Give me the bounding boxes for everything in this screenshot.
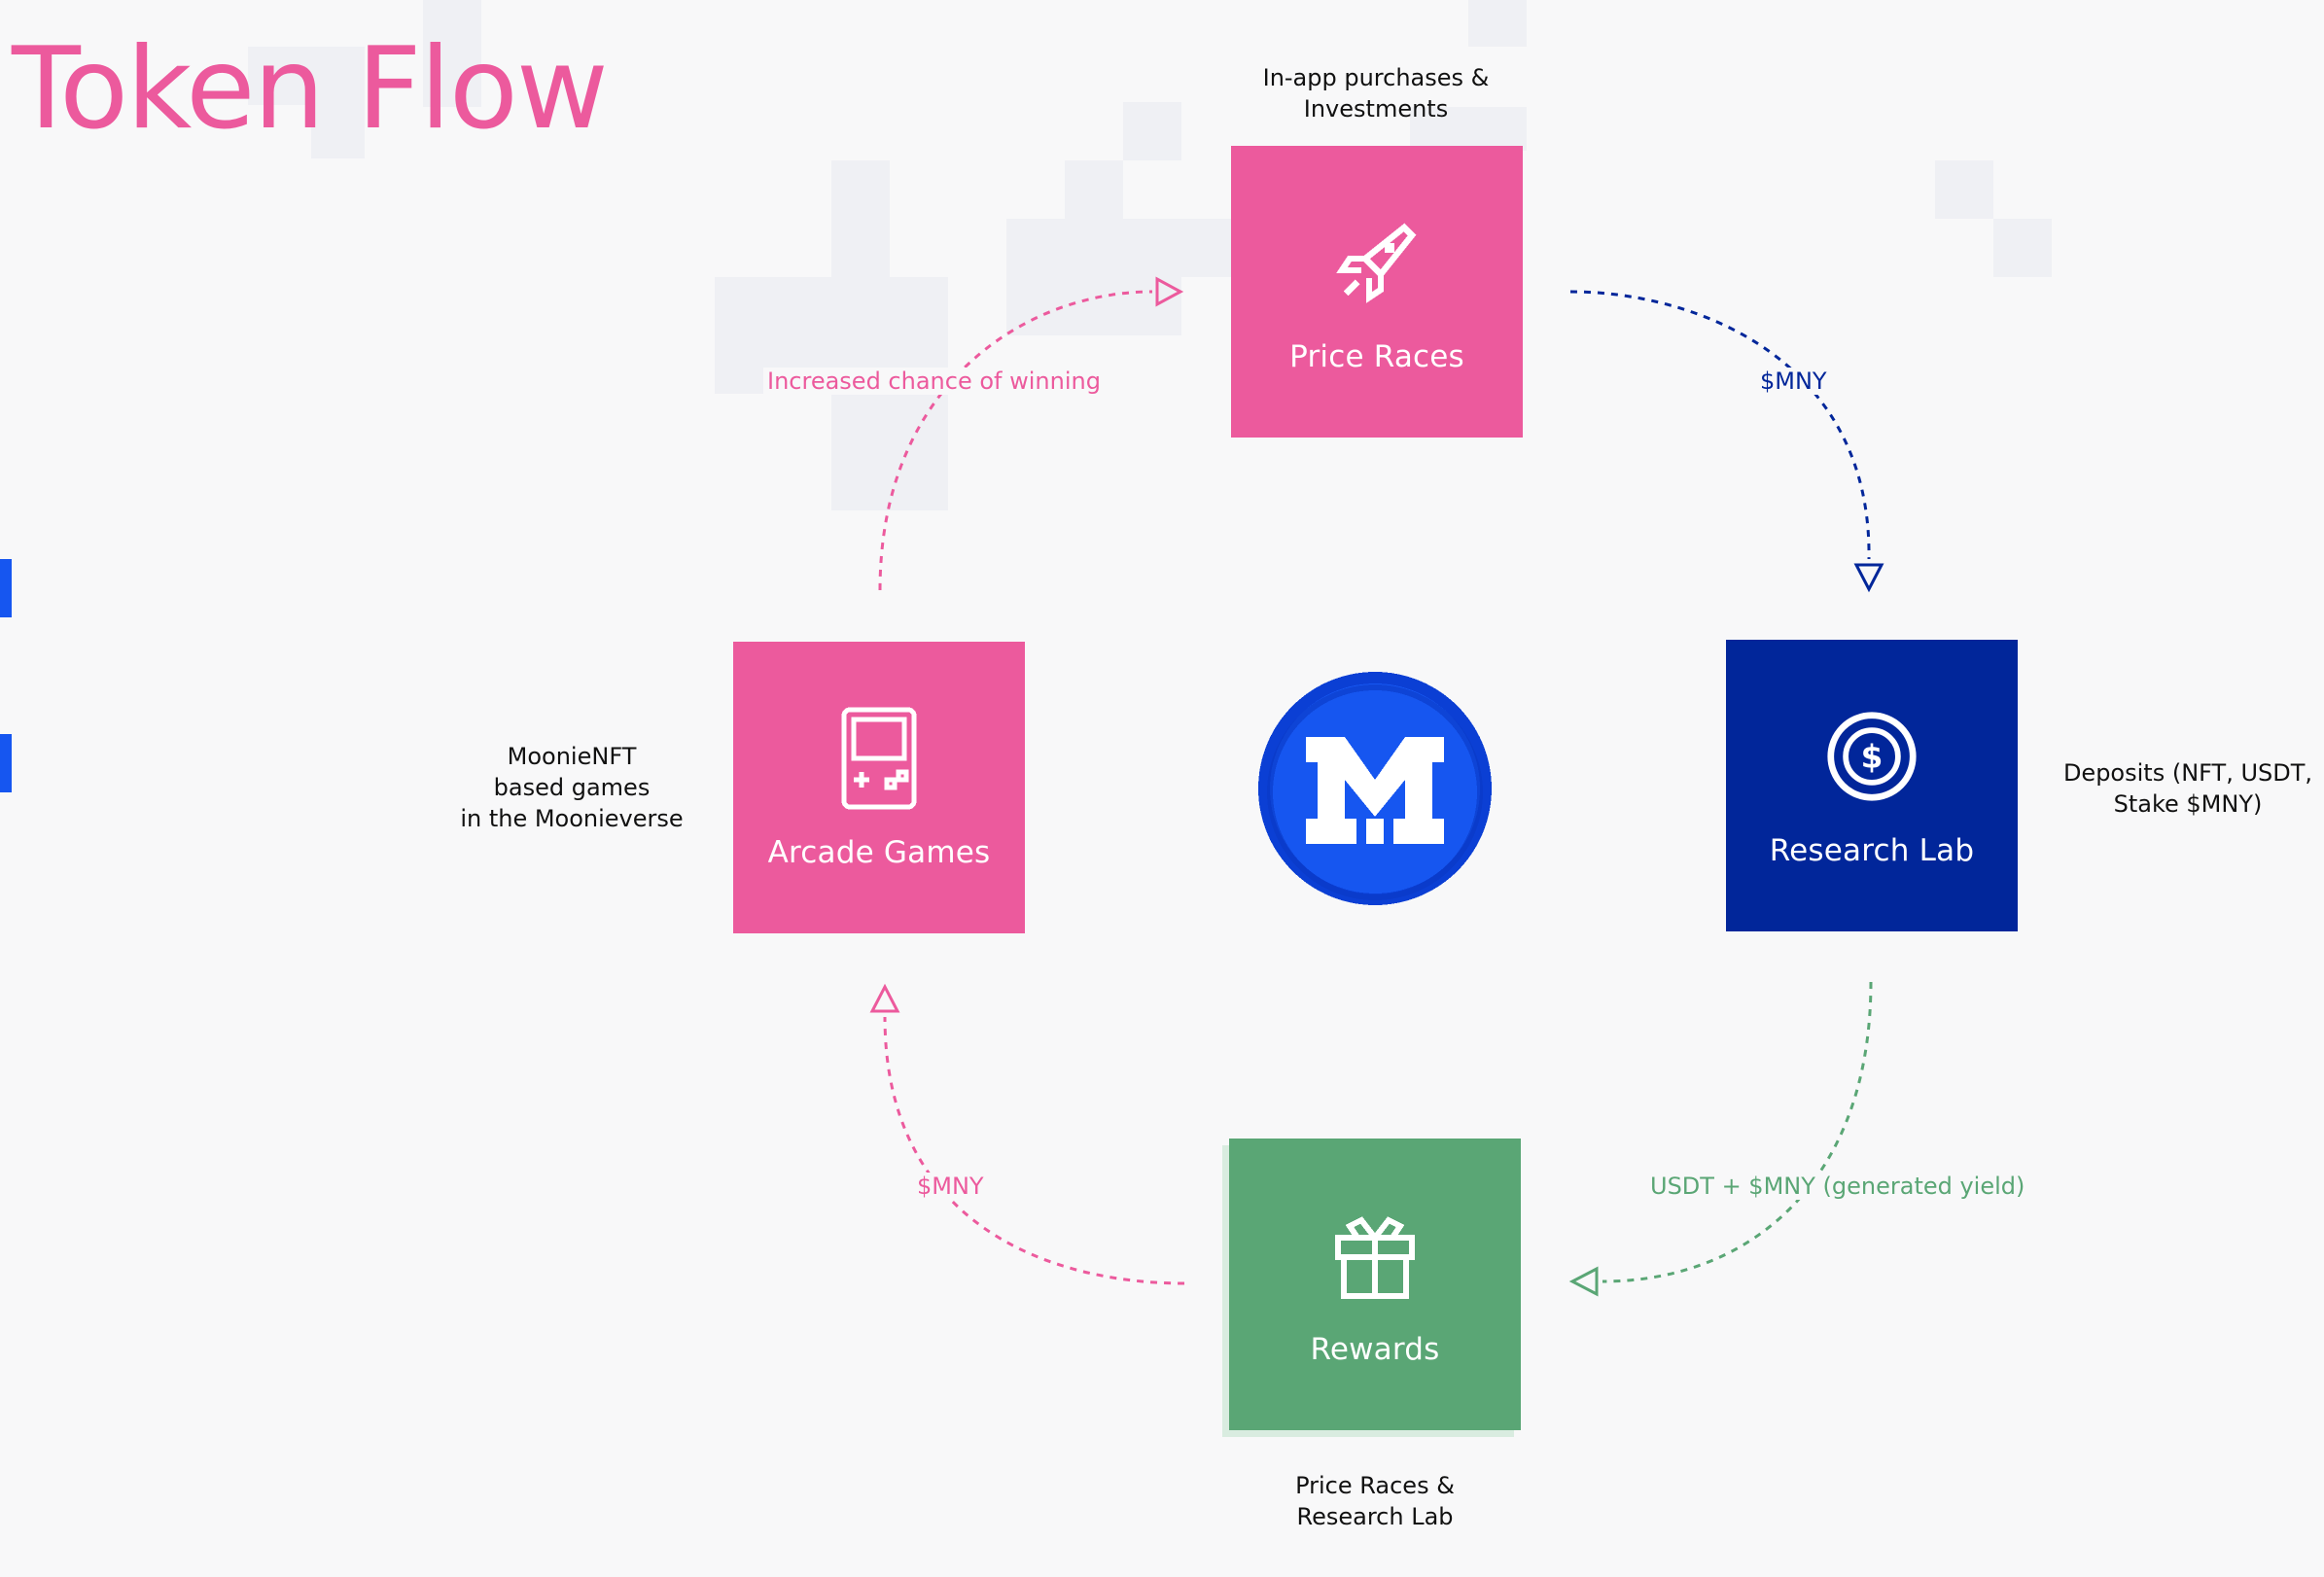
background-pixel (1181, 219, 1240, 277)
research-lab-label: Research Lab (1769, 833, 1975, 868)
background-pixel (1006, 219, 1181, 335)
background-pixel (1468, 0, 1527, 47)
arrowhead-research-lab (1853, 563, 1884, 593)
flow-arrow-arcade-games-to-price-races (878, 290, 1153, 591)
annotation-line: Investments (1303, 95, 1449, 123)
arcade-games-annotation: MoonieNFT based games in the Moonieverse (436, 741, 708, 834)
left-edge-tab (0, 734, 12, 792)
background-pixel (831, 160, 890, 277)
price-races-annotation: In-app purchases & Investments (1181, 62, 1570, 124)
flow-label-arcade-games-to-price-races: Increased chance of winning (763, 368, 1105, 395)
annotation-line: Deposits (NFT, USDT, (2062, 759, 2313, 787)
svg-text:$: $ (1861, 739, 1884, 776)
page-title: Token Flow (12, 23, 609, 155)
background-pixel (1935, 160, 1993, 219)
dollar-coin-icon: $ (1825, 703, 1919, 810)
research-lab-node[interactable]: $ Research Lab (1726, 640, 2018, 931)
gameboy-icon (832, 705, 926, 812)
background-pixel (311, 105, 365, 158)
flow-arrow-rewards-to-arcade-games (883, 1016, 1185, 1285)
arrowhead-price-races (1155, 276, 1184, 307)
arcade-games-label: Arcade Games (767, 835, 991, 870)
background-pixel (1123, 102, 1181, 160)
arcade-games-node[interactable]: Arcade Games (733, 642, 1025, 933)
arrowhead-rewards (1568, 1266, 1599, 1297)
rocket-icon (1330, 209, 1424, 316)
annotation-line: based games (493, 774, 651, 801)
research-lab-annotation: Deposits (NFT, USDT, Stake $MNY) (2032, 757, 2324, 820)
flow-label-price-races-to-research-lab: $MNY (1756, 368, 1831, 395)
background-pixel (423, 0, 481, 107)
left-edge-tab (0, 559, 12, 617)
moonie-m-logo-icon (1257, 671, 1493, 906)
background-pixel (248, 47, 365, 105)
flow-arrow-price-races-to-research-lab (1569, 290, 1871, 560)
annotation-line: Stake $MNY) (2113, 790, 2263, 818)
rewards-label: Rewards (1310, 1332, 1440, 1367)
annotation-line: MoonieNFT (507, 743, 637, 770)
annotation-line: in the Moonieverse (460, 805, 684, 832)
arrowhead-arcade-games (869, 983, 900, 1013)
background-pixel (831, 394, 948, 510)
flow-label-rewards-to-arcade-games: $MNY (913, 1173, 988, 1200)
flow-arrow-research-lab-to-rewards (1602, 981, 1873, 1283)
annotation-line: Price Races & (1295, 1472, 1455, 1499)
rewards-node[interactable]: Rewards (1229, 1139, 1521, 1430)
annotation-line: Research Lab (1296, 1503, 1454, 1530)
background-pixel (1410, 107, 1527, 151)
background-pixel (1993, 219, 2052, 277)
price-races-node[interactable]: Price Races (1231, 146, 1523, 438)
rewards-annotation: Price Races & Research Lab (1180, 1470, 1569, 1532)
price-races-label: Price Races (1289, 339, 1464, 374)
annotation-line: In-app purchases & (1262, 64, 1490, 91)
gift-icon (1328, 1202, 1422, 1309)
flow-label-research-lab-to-rewards: USDT + $MNY (generated yield) (1646, 1173, 2029, 1200)
background-pixel (1065, 160, 1123, 219)
